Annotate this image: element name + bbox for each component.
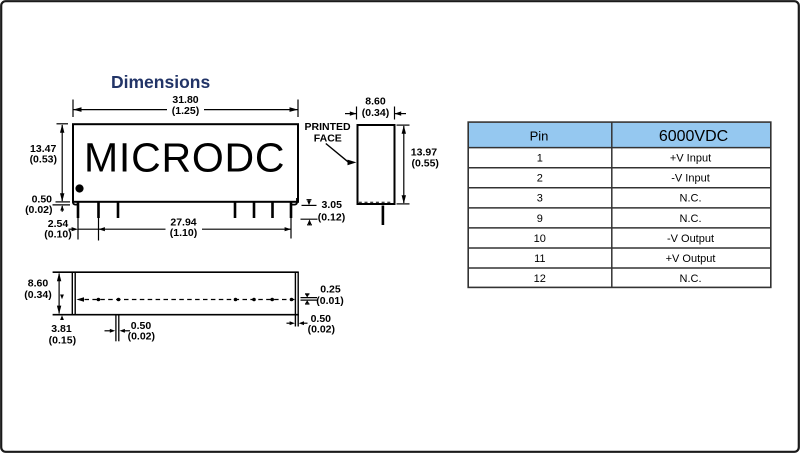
svg-text:Dimensions: Dimensions xyxy=(111,72,210,92)
svg-text:(0.10): (0.10) xyxy=(44,228,71,240)
svg-text:3.05: 3.05 xyxy=(322,199,343,211)
svg-text:2: 2 xyxy=(537,173,543,185)
svg-text:(0.34): (0.34) xyxy=(362,107,389,119)
svg-text:2.54: 2.54 xyxy=(48,218,69,230)
svg-text:FACE: FACE xyxy=(314,133,342,145)
svg-text:N.C.: N.C. xyxy=(680,193,702,205)
svg-text:(0.12): (0.12) xyxy=(318,211,345,223)
svg-text:(1.10): (1.10) xyxy=(170,227,197,239)
svg-text:8.60: 8.60 xyxy=(28,278,49,290)
svg-text:10: 10 xyxy=(534,233,546,245)
svg-text:(0.15): (0.15) xyxy=(49,334,76,346)
svg-text:0.50: 0.50 xyxy=(131,320,152,332)
svg-text:-V Output: -V Output xyxy=(667,233,714,245)
svg-text:11: 11 xyxy=(534,253,545,265)
svg-text:-V Input: -V Input xyxy=(671,173,710,185)
svg-text:0.50: 0.50 xyxy=(311,313,332,325)
svg-text:3: 3 xyxy=(537,193,543,205)
svg-text:PRINTED: PRINTED xyxy=(305,121,352,133)
svg-text:(0.02): (0.02) xyxy=(308,324,335,336)
svg-text:MICRODC: MICRODC xyxy=(84,135,285,181)
svg-text:Pin: Pin xyxy=(530,129,549,144)
svg-text:+V Input: +V Input xyxy=(670,153,711,165)
svg-text:(0.34): (0.34) xyxy=(24,289,51,301)
svg-text:13.97: 13.97 xyxy=(411,146,437,158)
svg-text:(0.53): (0.53) xyxy=(30,153,57,165)
svg-text:(0.02): (0.02) xyxy=(25,204,52,216)
svg-text:8.60: 8.60 xyxy=(365,96,386,108)
svg-text:9: 9 xyxy=(537,213,543,225)
svg-text:13.47: 13.47 xyxy=(30,143,56,155)
svg-text:12: 12 xyxy=(534,273,546,285)
svg-text:N.C.: N.C. xyxy=(680,273,702,285)
svg-text:0.25: 0.25 xyxy=(320,284,341,296)
svg-text:(0.55): (0.55) xyxy=(412,158,439,170)
svg-text:N.C.: N.C. xyxy=(680,213,702,225)
svg-text:(0.02): (0.02) xyxy=(128,331,155,343)
svg-text:3.81: 3.81 xyxy=(51,323,72,335)
svg-text:+V Output: +V Output xyxy=(666,253,716,265)
svg-text:31.80: 31.80 xyxy=(172,94,198,106)
svg-text:(1.25): (1.25) xyxy=(172,105,199,117)
svg-text:27.94: 27.94 xyxy=(170,216,196,228)
svg-text:6000VDC: 6000VDC xyxy=(659,128,728,145)
svg-text:1: 1 xyxy=(537,153,543,165)
svg-text:(0.01): (0.01) xyxy=(316,295,343,307)
svg-text:0.50: 0.50 xyxy=(32,194,53,206)
